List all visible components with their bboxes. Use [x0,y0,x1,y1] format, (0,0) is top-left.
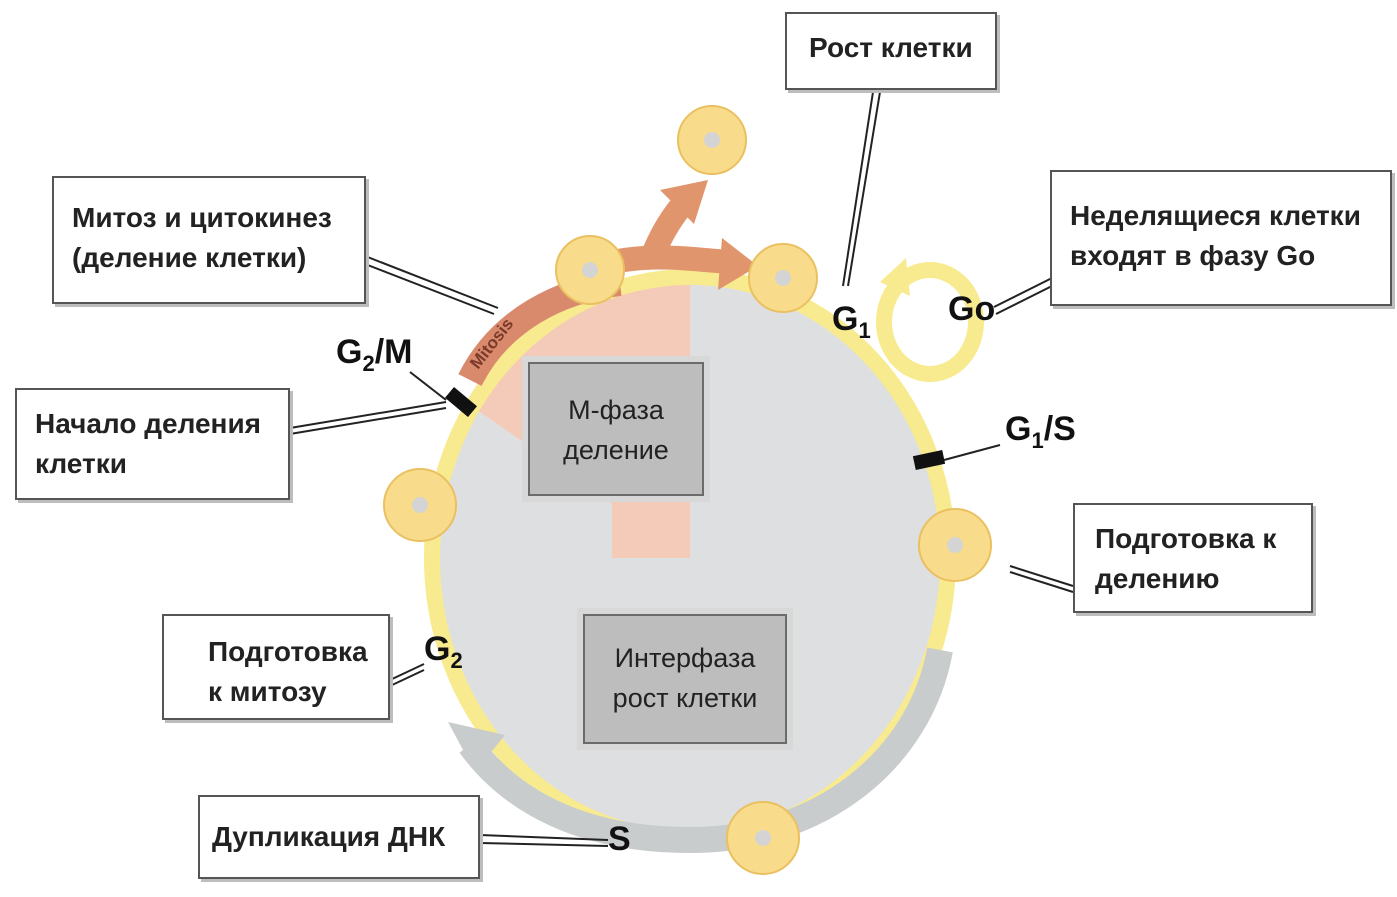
go-label: Go [948,290,995,329]
m-phase-wedge-lower [612,500,690,558]
g2m-suffix: /M [374,333,413,371]
cell-right [918,508,992,582]
s-phase-arrowhead [448,722,505,772]
go-phase-line2: входят в фазу Go [1070,240,1316,271]
growth-text: Рост клетки [809,32,973,63]
go-text: Go [948,290,996,328]
leader-division-start [289,401,447,429]
g1s-sub: 1 [1031,427,1044,453]
leader-mitosis [364,255,499,309]
cell-mitosis [555,235,625,305]
s-text: S [608,820,631,858]
leader-go [993,277,1053,308]
g2m-label: G2/M [336,333,412,377]
g2m-letter: G [336,333,363,371]
g2-sub: 2 [450,647,463,673]
go-loop [876,262,984,382]
prep-division-box: Подготовка к делению [1073,503,1313,613]
leader-division-start-2 [289,407,447,435]
g1-label: G1 [832,300,871,344]
division-start-line2: клетки [35,448,127,479]
dna-duplication-text: Дупликация ДНК [212,821,446,852]
leader-g1s [943,444,1001,461]
division-arrow-up-head [660,180,708,224]
prep-mitosis-line1: Подготовка [208,636,368,667]
g2-letter: G [424,630,451,668]
interphase-box: Интерфаза рост клетки [577,608,793,750]
go-phase-line1: Неделящиеся клетки [1070,200,1361,231]
cell-g1 [748,243,818,313]
cell-left [383,468,457,542]
leader-go-2 [995,285,1053,315]
dna-duplication-box: Дупликация ДНК [198,795,480,879]
m-phase-line2: деление [563,435,669,465]
g2m-checkpoint [445,386,477,418]
g1s-letter: G [1005,410,1032,448]
m-phase-line1: М-фаза [568,395,664,425]
g1s-label: G1/S [1005,410,1076,454]
prep-mitosis-line2: к митозу [208,676,327,707]
leader-dna-2 [479,842,609,847]
division-arrow-up [638,197,692,267]
g2-label: G2 [424,630,463,674]
leader-growth [847,91,881,287]
go-loop-arrowhead [880,258,910,296]
growth-box: Рост клетки [785,12,997,90]
leader-prep-mitosis-2 [389,669,425,687]
leader-mitosis-2 [364,263,495,315]
leader-g2m [409,371,447,401]
m-phase-box: М-фаза деление [522,356,710,502]
g1s-checkpoint [912,450,946,470]
leader-prep-division [1009,565,1074,587]
mitosis-cytokinesis-line1: Митоз и цитокинез [72,202,332,233]
leader-prep-division-2 [1009,571,1074,593]
g1-sub: 1 [858,317,871,343]
interphase-line1: Интерфаза [614,643,756,673]
cell-top [677,105,747,175]
mitosis-cytokinesis-box: Митоз и цитокинез (деление клетки) [52,176,366,304]
division-arrow-right-head [718,238,758,290]
division-start-line1: Начало деления [35,408,262,439]
cell-bottom [726,801,800,875]
go-phase-box: Неделящиеся клетки входят в фазу Go [1050,170,1392,306]
leader-dna [479,834,609,841]
prep-mitosis-box: Подготовка к митозу [162,614,390,720]
leader-lines [289,91,1074,847]
prep-division-line2: делению [1095,563,1220,594]
division-start-box: Начало деления клетки [15,388,290,500]
mitosis-cytokinesis-line2: (деление клетки) [72,242,307,273]
g1-letter: G [832,300,859,338]
g1s-suffix: /S [1043,410,1076,448]
s-phase-arrow [459,647,953,854]
g2m-sub: 2 [362,350,375,376]
leader-prep-mitosis [389,663,425,681]
leader-growth-2 [842,91,874,287]
s-label: S [608,820,631,859]
prep-division-line1: Подготовка к [1095,523,1277,554]
interphase-line2: рост клетки [612,683,758,713]
